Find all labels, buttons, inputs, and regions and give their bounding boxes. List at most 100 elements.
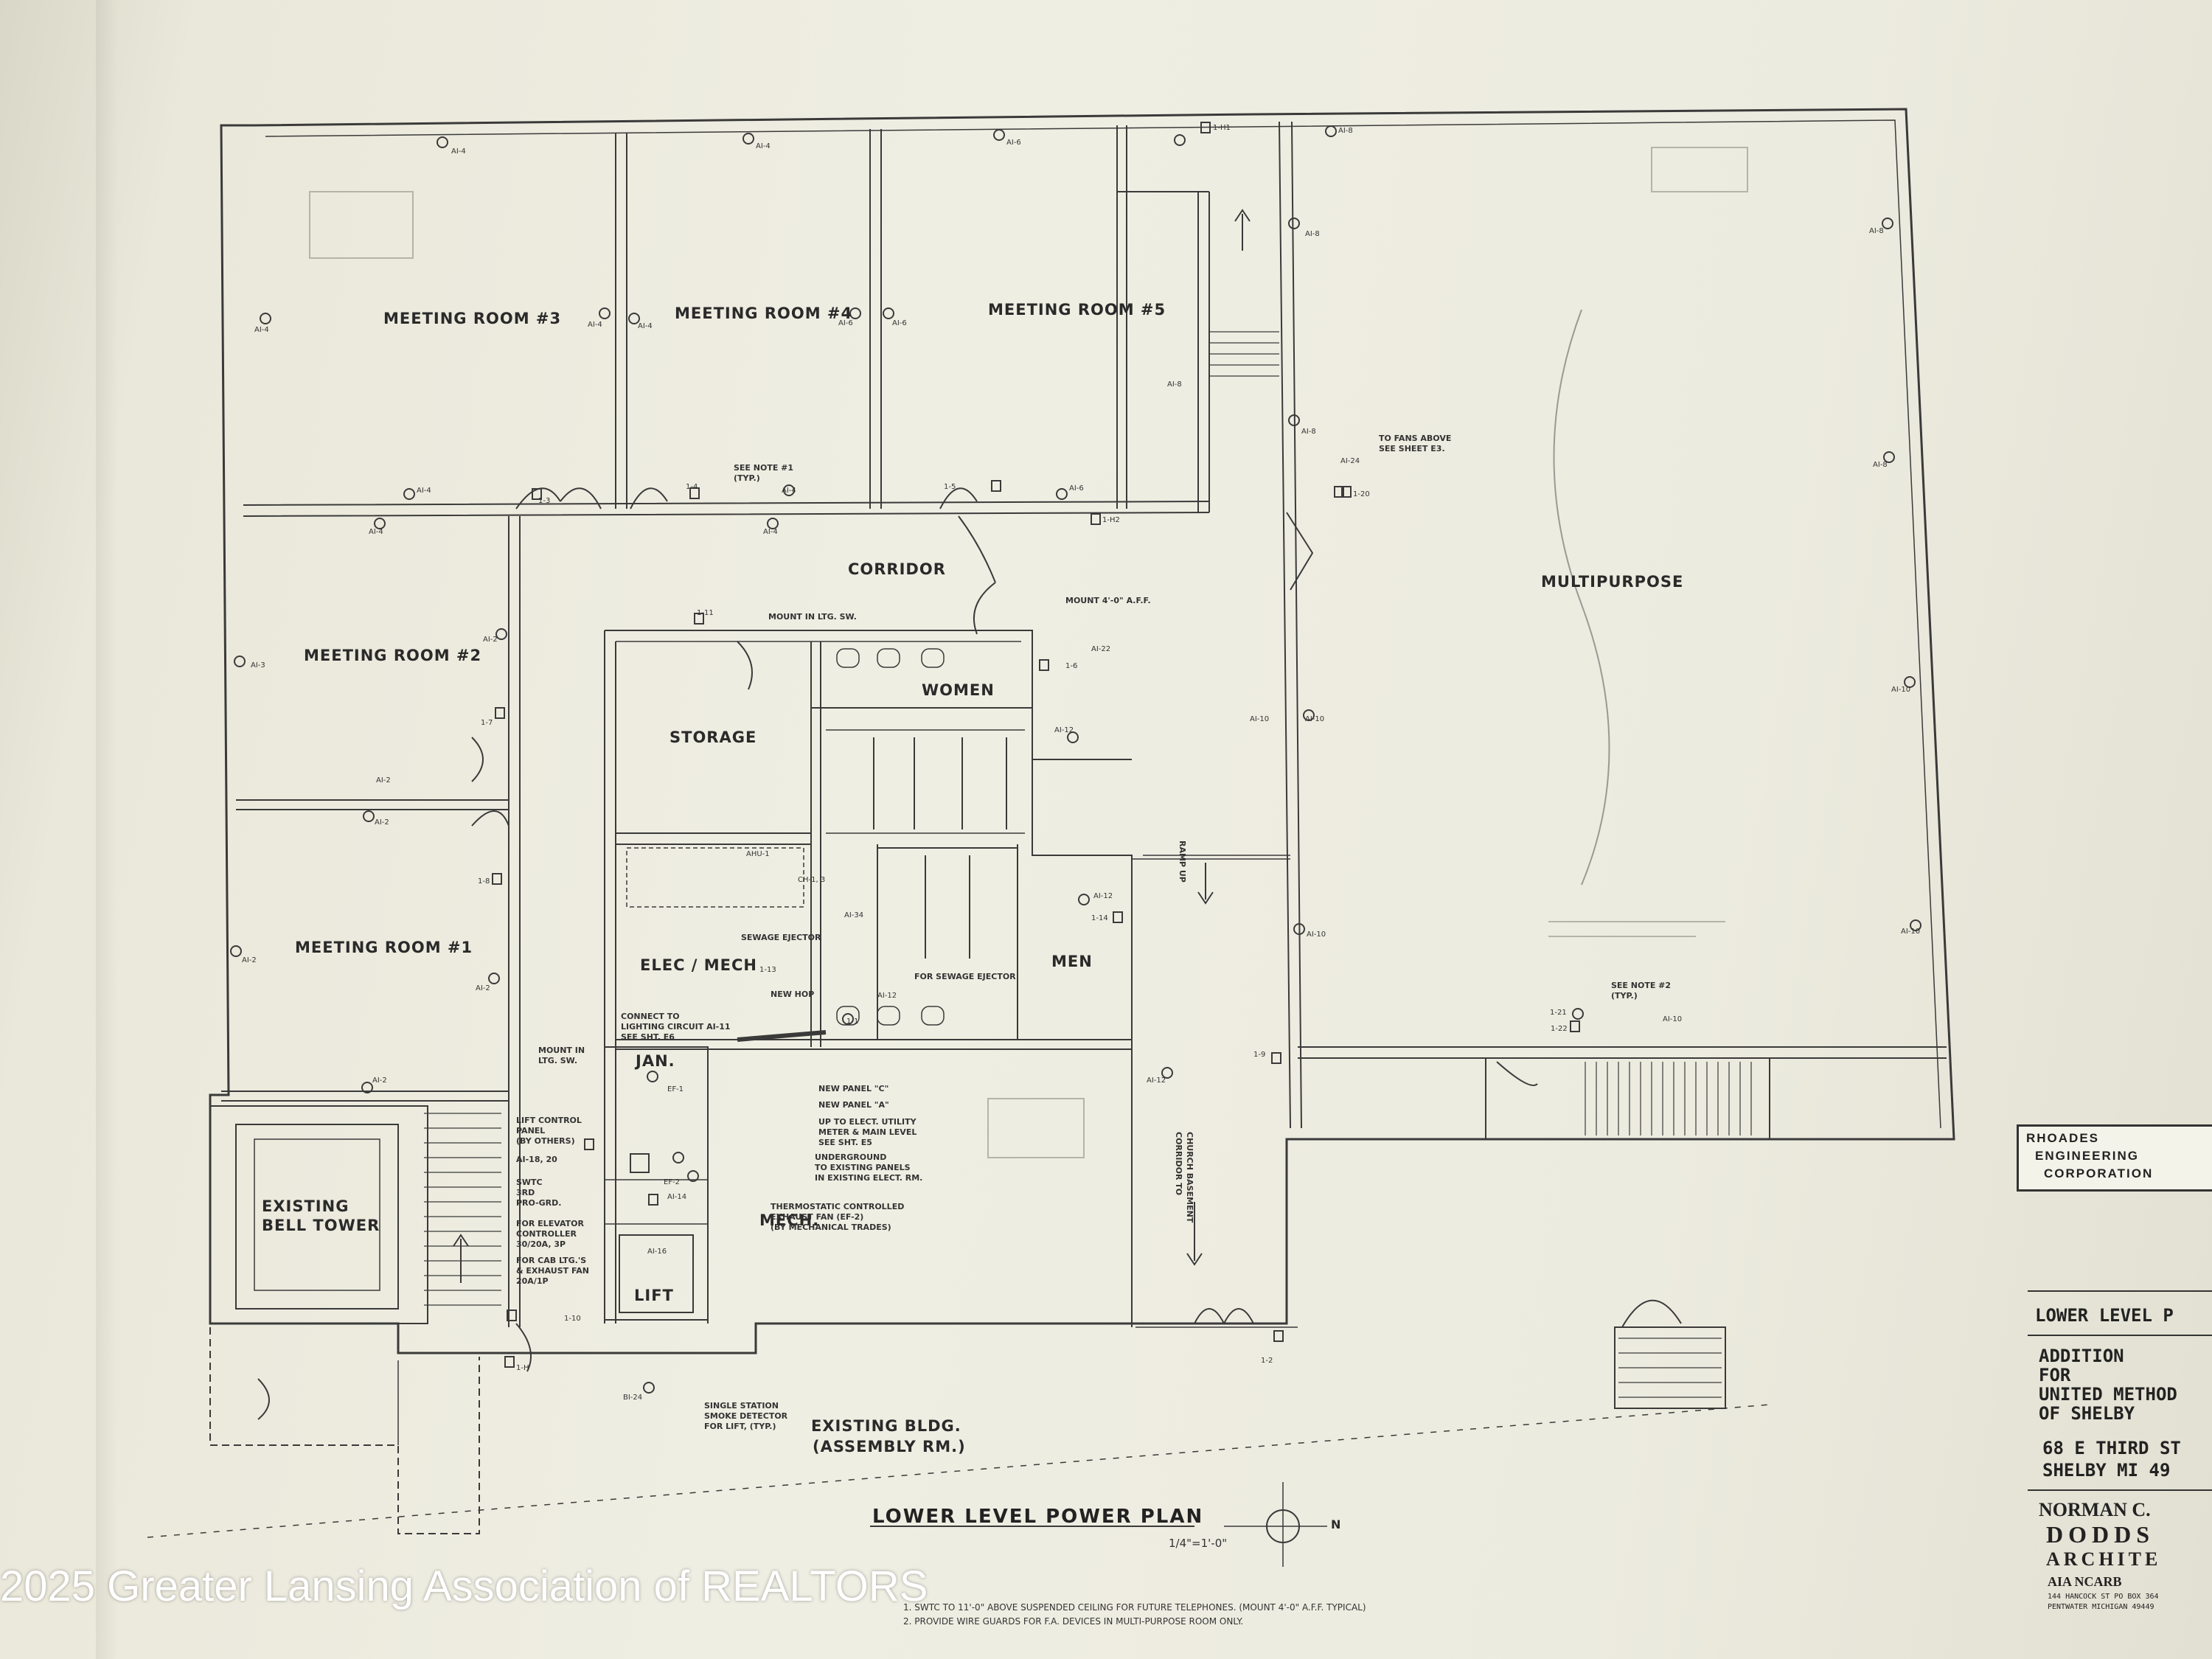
engineer-logo: RHOADES ENGINEERING CORPORATION <box>2017 1124 2212 1192</box>
circuit-tag: AI-6 <box>838 319 853 327</box>
room-label-bell-tower-line2: BELL TOWER <box>262 1217 380 1234</box>
circuit-tag: 1-10 <box>564 1315 581 1323</box>
circuit-tag: AI-12 <box>1054 726 1074 734</box>
circuit-tag: 1-6 <box>1065 662 1078 670</box>
note-to-fans-sheet: SEE SHEET E3. <box>1379 444 1445 453</box>
room-label-jan: JAN. <box>636 1052 675 1070</box>
tag-ef-1: EF-1 <box>667 1085 684 1093</box>
address-line2: SHELBY MI 49 <box>2042 1460 2171 1481</box>
tag-bi-24: BI-24 <box>623 1394 643 1402</box>
project-line4: OF SHELBY <box>2039 1403 2135 1424</box>
circuit-tag: 1-9 <box>1253 1051 1266 1059</box>
note-lift-control: LIFT CONTROL <box>516 1116 582 1125</box>
note-new-hop: NEW HOP <box>771 990 815 999</box>
plan-title: LOWER LEVEL POWER PLAN <box>872 1506 1204 1528</box>
tag-ahu-1: AHU-1 <box>746 850 770 858</box>
note-lift-control-2: PANEL <box>516 1126 546 1135</box>
note-elevator-controller-2: CONTROLLER <box>516 1229 577 1239</box>
note-up-to-elect-3: SEE SHT. E5 <box>818 1138 872 1147</box>
room-label-men: MEN <box>1051 953 1093 970</box>
circuit-tag: AI-22 <box>1091 645 1111 653</box>
note-underground-3: IN EXISTING ELECT. RM. <box>815 1173 923 1183</box>
circuit-tag: AI-4 <box>588 321 602 329</box>
room-label-storage: STORAGE <box>669 728 757 746</box>
tag-ai-34: AI-34 <box>844 911 864 919</box>
sheet-title: LOWER LEVEL P <box>2035 1305 2174 1326</box>
circuit-tag: 1-H2 <box>1102 516 1120 524</box>
circuit-tag: AI-2 <box>483 636 498 644</box>
room-label-meeting-room-1: MEETING ROOM #1 <box>295 939 473 956</box>
plan-note-1: 1. SWTC TO 11'-0" ABOVE SUSPENDED CEILIN… <box>903 1602 1366 1613</box>
copyright-watermark: 2025 Greater Lansing Association of REAL… <box>0 1562 928 1610</box>
note-ramp-up: RAMP UP <box>1178 841 1187 883</box>
engineer-name-line2: ENGINEERING <box>2035 1149 2140 1163</box>
note-swtc-2: 3RD <box>516 1188 535 1197</box>
circuit-tag: AI-4 <box>369 528 383 536</box>
engineer-name-line3: CORPORATION <box>2044 1166 2154 1180</box>
note-smoke-detector-3: FOR LIFT, (TYP.) <box>704 1422 776 1431</box>
note-swtc-3: PRO-GRD. <box>516 1198 562 1208</box>
circuit-tag: AI-10 <box>1901 928 1921 936</box>
room-label-lift: LIFT <box>634 1287 674 1304</box>
room-label-meeting-room-2: MEETING ROOM #2 <box>304 647 482 664</box>
note-typ: (TYP.) <box>734 473 760 483</box>
circuit-tag: AI-6 <box>892 319 907 327</box>
note-to-fans-above: TO FANS ABOVE <box>1379 434 1452 443</box>
circuit-tag: 1-4 <box>686 483 698 491</box>
note-thermostatic-2: EXHAUST FAN (EF-2) <box>771 1212 864 1222</box>
circuit-tag: AI-6 <box>1069 484 1084 493</box>
circuit-tag: AI-10 <box>1307 931 1326 939</box>
room-label-women: WOMEN <box>922 681 995 699</box>
circuit-tag: 1-H1 <box>1213 124 1231 132</box>
tag-ai-16: AI-16 <box>647 1248 667 1256</box>
architect-line4: AIA NCARB <box>2048 1574 2122 1589</box>
circuit-tag: AI-2 <box>242 956 257 964</box>
note-see-note-2: SEE NOTE #2 <box>1611 981 1672 990</box>
room-label-meeting-room-3: MEETING ROOM #3 <box>383 310 562 327</box>
circuit-tag: 1-21 <box>1550 1009 1567 1017</box>
circuit-tag: AI-4 <box>417 487 431 495</box>
architect-line6: PENTWATER MICHIGAN 49449 <box>2048 1603 2154 1611</box>
circuit-tag: 1-2 <box>1261 1357 1273 1365</box>
circuit-tag: AI-10 <box>1663 1015 1683 1023</box>
note-typ-2: (TYP.) <box>1611 991 1638 1001</box>
room-label-meeting-room-5: MEETING ROOM #5 <box>988 301 1166 319</box>
note-elevator-controller-3: 30/20A, 3P <box>516 1239 566 1249</box>
north-label: N <box>1331 1517 1342 1531</box>
note-underground: UNDERGROUND <box>815 1152 887 1162</box>
project-line1: ADDITION <box>2039 1346 2124 1366</box>
circuit-tag: AI-4 <box>763 528 778 536</box>
note-smoke-detector: SINGLE STATION <box>704 1401 779 1411</box>
circuit-tag: AI-8 <box>1305 230 1320 238</box>
circuit-tag: AI-4 <box>451 147 466 156</box>
circuit-tag: 1-22 <box>1551 1025 1568 1033</box>
circuit-tag: AI-6 <box>1006 139 1021 147</box>
circuit-tag: AI-12 <box>1147 1077 1166 1085</box>
room-label-meeting-room-4: MEETING ROOM #4 <box>675 305 853 322</box>
note-swtc: SWTC <box>516 1178 543 1187</box>
circuit-tag: AI-8 <box>1869 227 1884 235</box>
note-mount-aff: MOUNT 4'-0" A.F.F. <box>1065 596 1151 605</box>
note-lift-control-3: (BY OTHERS) <box>516 1136 575 1146</box>
note-connect-lighting-2: LIGHTING CIRCUIT AI-11 <box>621 1022 731 1032</box>
circuit-tag: AI-2 <box>376 776 391 785</box>
note-up-to-elect-2: METER & MAIN LEVEL <box>818 1127 917 1137</box>
circuit-tag: AI-4 <box>756 142 771 150</box>
circuit-tag: 1-3 <box>538 497 551 505</box>
circuit-tag: 1-11 <box>697 609 714 617</box>
circuit-tag: AI-8 <box>1301 428 1316 436</box>
room-label-existing-bldg-line1: EXISTING BLDG. <box>811 1417 961 1435</box>
circuit-tag: AI-4 <box>254 326 269 334</box>
plan-scale: 1/4"=1'-0" <box>1169 1537 1228 1550</box>
note-smoke-detector-2: SMOKE DETECTOR <box>704 1411 788 1421</box>
circuit-tag: 1-14 <box>1091 914 1108 922</box>
note-elevator-controller: FOR ELEVATOR <box>516 1219 584 1228</box>
note-connect-lighting: CONNECT TO <box>621 1012 680 1021</box>
sheet-fold-shadow <box>96 0 118 1659</box>
circuit-tag: AI-10 <box>1305 715 1325 723</box>
circuit-tag: AI-8 <box>1873 461 1888 469</box>
circuit-tag: AI-4 <box>782 487 796 495</box>
note-mount-ltg: MOUNT IN LTG. SW. <box>768 612 857 622</box>
address-line1: 68 E THIRD ST <box>2042 1438 2181 1458</box>
